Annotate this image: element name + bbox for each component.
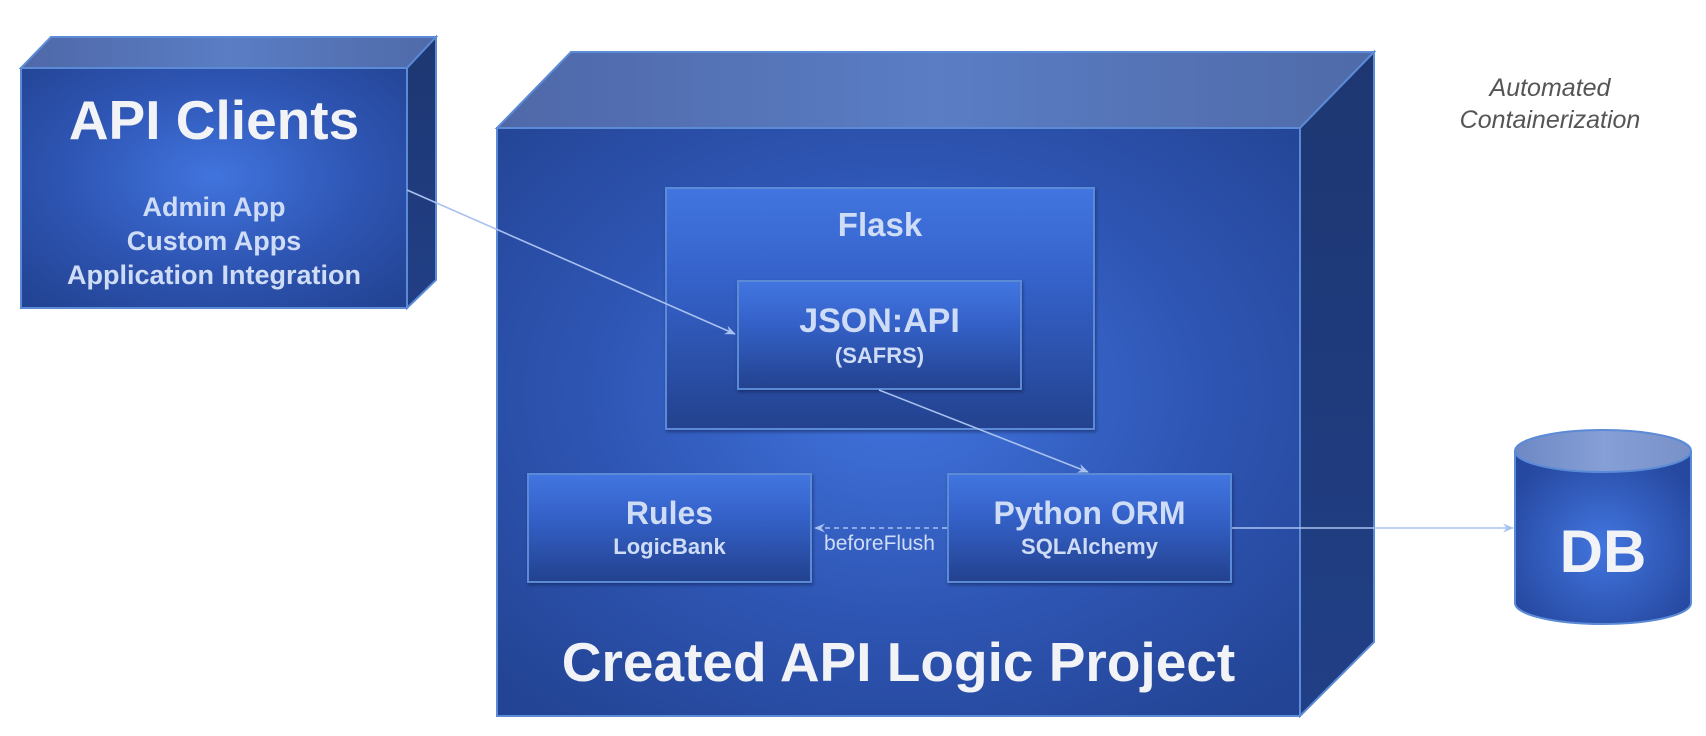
note-line-1: Automated (1489, 74, 1611, 102)
before-flush-label: beforeFlush (824, 532, 935, 555)
db-body (1514, 451, 1692, 625)
orm-subtitle: SQLAlchemy (1021, 534, 1158, 559)
note-line-2: Containerization (1459, 106, 1641, 134)
json-api-title: JSON:API (799, 302, 960, 340)
api-clients-title: API Clients (68, 89, 360, 151)
json-api-subtitle: (SAFRS) (834, 343, 925, 368)
rules-title: Rules (625, 495, 714, 531)
rules-box (527, 473, 812, 583)
api-clients-item: Custom Apps (126, 226, 302, 256)
orm-box (947, 473, 1232, 583)
api-clients-side-face (406, 34, 437, 311)
api-clients-top-face (18, 36, 439, 69)
json-api-box (737, 280, 1022, 390)
db-title: DB (1559, 518, 1647, 585)
project-title: Created API Logic Project (561, 631, 1236, 693)
db-node (1514, 429, 1692, 625)
api-clients-front-face (20, 67, 408, 309)
flask-title: Flask (837, 206, 923, 243)
api-clients-item: Admin App (142, 192, 286, 222)
orm-title: Python ORM (993, 495, 1186, 531)
project-top-face (494, 51, 1377, 129)
api-clients-item: Application Integration (67, 260, 361, 290)
project-side-face (1299, 49, 1375, 719)
db-top (1514, 429, 1692, 473)
rules-subtitle: LogicBank (613, 534, 726, 559)
containerization-note: Automated Containerization (1430, 72, 1670, 136)
